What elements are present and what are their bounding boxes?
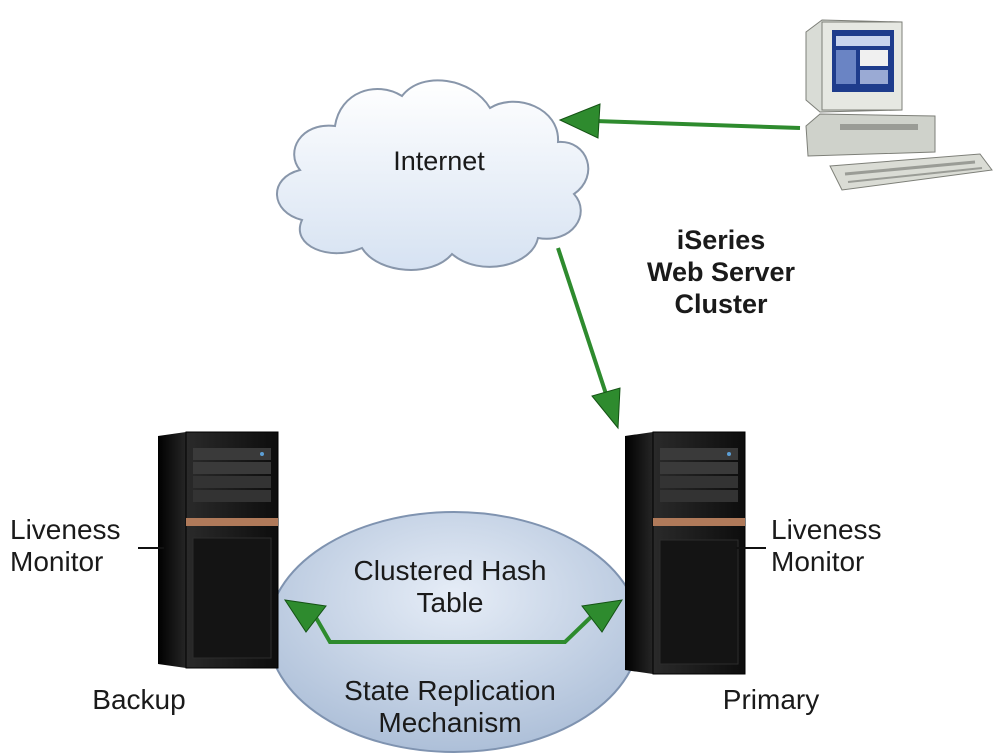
internet-cloud	[276, 79, 590, 271]
liveness-monitor-right: Liveness Monitor	[771, 514, 882, 578]
internet-to-primary-arrow	[556, 247, 621, 430]
cluster-label: iSeries Web Server Cluster	[647, 224, 795, 320]
cluster-label-line-3: Cluster	[674, 289, 768, 319]
backup-server-icon	[158, 431, 279, 669]
primary-server-icon	[625, 431, 746, 675]
liveness-monitor-left: Liveness Monitor	[10, 514, 121, 578]
liveness-right-line-2: Monitor	[771, 546, 865, 577]
hash-table-line-1: Clustered Hash	[353, 555, 547, 586]
client-to-internet-arrow	[558, 103, 801, 139]
hash-table-label: Clustered Hash Table	[354, 555, 547, 619]
replication-arrow	[283, 599, 623, 644]
cluster-label-line-1: iSeries	[676, 225, 766, 255]
replication-line-2: Mechanism	[378, 707, 522, 738]
internet-label: Internet	[393, 146, 485, 176]
hash-table-line-2: Table	[416, 587, 484, 618]
primary-label: Primary	[722, 684, 820, 715]
cluster-label-line-2: Web Server	[646, 257, 796, 287]
liveness-left-line-1: Liveness	[10, 514, 121, 545]
liveness-left-line-2: Monitor	[10, 546, 104, 577]
liveness-right-line-1: Liveness	[771, 514, 882, 545]
backup-label: Backup	[92, 684, 186, 715]
replication-line-1: State Replication	[344, 675, 556, 706]
client-computer-icon	[805, 19, 993, 191]
replication-label: State Replication Mechanism	[344, 675, 556, 739]
